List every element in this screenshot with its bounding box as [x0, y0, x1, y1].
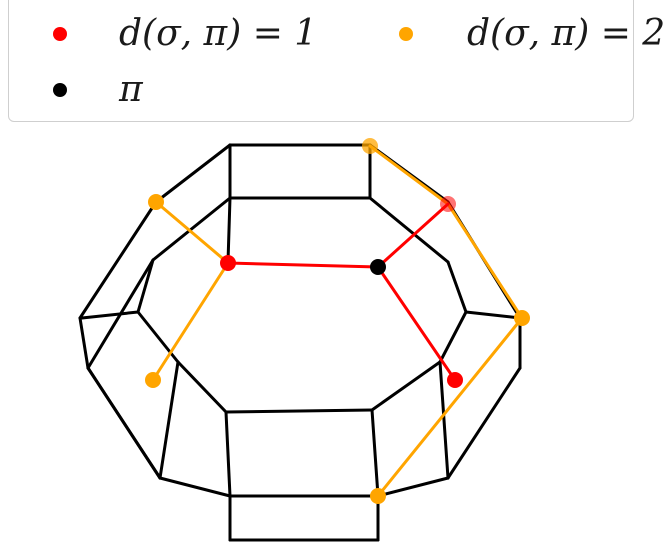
pi-vertex [370, 259, 386, 275]
edge-21 [368, 196, 450, 264]
legend-marker-pi [53, 82, 67, 97]
edge-34 [370, 408, 380, 498]
red-edge-upper-right [376, 202, 450, 269]
orange-vertex-upper-left [148, 194, 164, 210]
edge-33 [224, 410, 232, 498]
edge-32 [224, 408, 374, 414]
edge-11 [446, 366, 522, 480]
edge-25 [86, 258, 155, 370]
vertex-markers [145, 138, 530, 504]
orange-vertex-left [145, 372, 161, 388]
legend-entry-d2: d(σ, π) = 2 [399, 13, 665, 54]
edge-20 [80, 310, 140, 320]
edge-18 [151, 196, 232, 262]
legend-label-d2: d(σ, π) = 2 [467, 13, 665, 54]
edge-24 [226, 196, 232, 264]
red-vertex-left [220, 255, 236, 271]
edge-23 [464, 310, 522, 320]
edge-13 [376, 476, 450, 498]
edge-31 [370, 360, 442, 412]
edge-27 [158, 360, 180, 480]
edge-30 [438, 360, 450, 480]
red-edge-lower-right [376, 265, 457, 382]
red-edge-top [226, 261, 380, 269]
legend-entry-pi: π [53, 69, 143, 110]
edge-6 [78, 200, 158, 320]
legend-label-d1: d(σ, π) = 1 [119, 13, 318, 54]
legend: d(σ, π) = 1 d(σ, π) = 2 π [8, 0, 665, 122]
permutohedron-diagram [78, 138, 530, 542]
colored-paths [151, 144, 524, 498]
orange-vertex-top-right [362, 138, 378, 154]
legend-entry-d1: d(σ, π) = 1 [53, 13, 317, 54]
red-vertex-lower-right [447, 372, 463, 388]
orange-vertex-bottom [370, 488, 386, 504]
legend-marker-d1 [53, 26, 67, 41]
edge-22 [446, 260, 468, 314]
edge-19 [136, 258, 155, 314]
edge-28 [176, 360, 228, 414]
edge-35 [86, 366, 162, 480]
red-vertex-upper-right [440, 196, 456, 212]
edge-12 [158, 476, 232, 498]
orange-vertex-right [514, 310, 530, 326]
orange-path-right [368, 144, 524, 498]
legend-marker-d2 [399, 26, 413, 41]
edge-29 [438, 310, 468, 364]
edge-4 [154, 143, 232, 204]
legend-label-pi: π [119, 69, 143, 110]
edge-26 [136, 310, 180, 364]
edge-8 [78, 316, 90, 370]
